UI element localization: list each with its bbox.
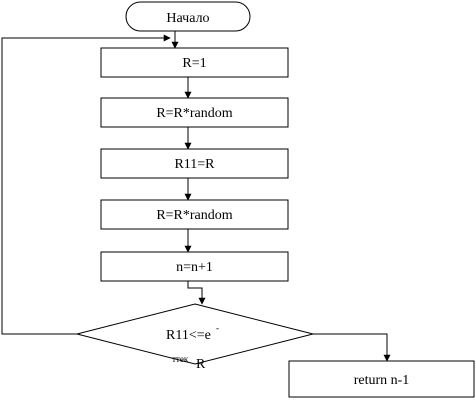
process-step-3: R11=R <box>100 148 289 179</box>
end-label: return n-1 <box>354 373 410 388</box>
connector-decision-to-end <box>313 333 391 362</box>
start-terminator-shape <box>125 1 251 32</box>
loop-back-connector <box>1 34 171 335</box>
process-step-5: n=n+1 <box>100 251 289 282</box>
process-step-3-label: R11=R <box>174 157 215 172</box>
decision-node: R11<=e - ттек R <box>76 303 314 372</box>
process-step-2-label: R=R*random <box>156 106 232 121</box>
process-step-3-shape <box>100 148 289 179</box>
process-step-2: R=R*random <box>100 97 289 128</box>
decision-condition-subscript: ттек <box>172 354 189 364</box>
process-step-4-shape <box>100 199 289 230</box>
decision-condition-line-1: R11<=e <box>166 328 211 343</box>
decision-diamond-shape <box>76 303 314 365</box>
process-step-1-label: R=1 <box>182 56 206 71</box>
process-step-5-label: n=n+1 <box>176 260 213 275</box>
process-step-4-label: R=R*random <box>156 208 232 223</box>
process-step-1: R=1 <box>100 47 289 78</box>
end-node: return n-1 <box>288 360 475 398</box>
decision-condition-superscript: - <box>216 323 219 333</box>
start-label: Начало <box>166 11 209 26</box>
process-step-4: R=R*random <box>100 199 289 230</box>
end-node-shape <box>288 360 475 398</box>
process-step-5-shape <box>100 251 289 282</box>
process-step-2-shape <box>100 97 289 128</box>
decision-condition-line-2: R <box>196 357 206 372</box>
start-terminator: Начало <box>125 1 251 32</box>
process-step-1-shape <box>100 47 289 78</box>
connector-step-5-to-decision <box>187 281 206 305</box>
